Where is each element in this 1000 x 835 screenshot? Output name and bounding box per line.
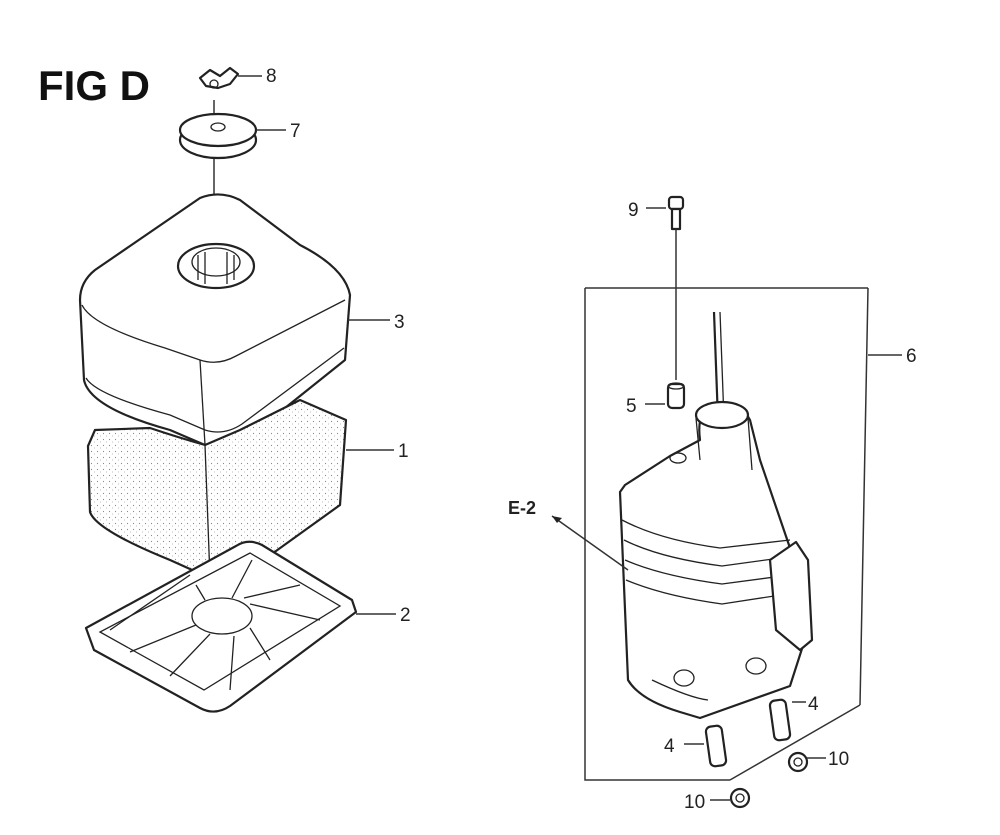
- callout-10-right: 10: [828, 749, 849, 770]
- callout-9: 9: [628, 200, 639, 221]
- part-10-nut-right: [787, 751, 809, 773]
- callout-1: 1: [398, 441, 409, 462]
- part-8-wing-nut: [198, 66, 240, 90]
- reference-e2-leader: [551, 515, 629, 571]
- part-9-bolt: [667, 195, 685, 231]
- part-6-air-cleaner-elbow: [618, 311, 814, 720]
- part-2-base-plate: [84, 540, 358, 713]
- reference-e2: E-2: [508, 498, 536, 518]
- callout-10-bottom: 10: [684, 792, 705, 813]
- callout-6: 6: [906, 346, 917, 367]
- callout-7: 7: [290, 121, 301, 142]
- callout-8: 8: [266, 66, 277, 87]
- part-4-dowel-left: [704, 724, 728, 768]
- callout-5: 5: [626, 396, 637, 417]
- part-10-nut-bottom: [729, 787, 751, 809]
- bracket-right: [859, 287, 869, 706]
- bracket-left: [584, 288, 730, 781]
- part-5-collar: [666, 382, 686, 410]
- reference-e2-arrowhead: [552, 516, 562, 523]
- callout-4-right: 4: [808, 694, 819, 715]
- part-7-washer: [178, 112, 258, 160]
- callout-2: 2: [400, 605, 411, 626]
- bracket-diagonal: [729, 704, 861, 781]
- callout-4-left: 4: [664, 736, 675, 757]
- figure-title: FIG D: [38, 62, 150, 109]
- part-3-air-cleaner-cover: [78, 193, 352, 449]
- part-4-dowel-right: [768, 698, 792, 742]
- callout-3: 3: [394, 312, 405, 333]
